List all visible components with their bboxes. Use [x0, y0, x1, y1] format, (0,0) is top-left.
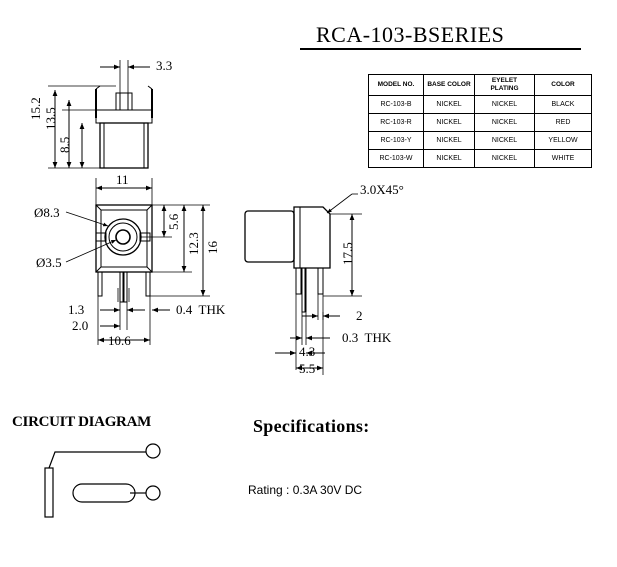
dim-label: 8.5: [57, 136, 72, 153]
page-title: RCA-103-BSERIES: [300, 22, 581, 50]
cell-color: WHITE: [534, 149, 592, 168]
dim-label: 2: [356, 308, 363, 323]
specifications-title: Specifications:: [253, 416, 370, 436]
dim-label: 3.0X45°: [360, 182, 404, 197]
front-view: [65, 178, 210, 345]
dim-label: 4.3: [299, 344, 316, 359]
dim-label: 12.3: [186, 232, 201, 255]
dim-label: 3.3: [156, 58, 173, 73]
top-view: [48, 60, 153, 169]
dim-label: 16: [205, 241, 220, 254]
dim-label: 0.4 THK: [176, 302, 226, 317]
circuit-symbol: [44, 443, 161, 518]
dim-label: 2.0: [72, 318, 89, 333]
dim-label: Ø8.3: [34, 205, 60, 220]
dim-label: Ø3.5: [36, 255, 62, 270]
dim-label: 5.6: [166, 213, 181, 230]
dim-label: 10.6: [108, 333, 131, 348]
dim-label: 5.5: [299, 361, 316, 376]
dim-label: 17.5: [340, 242, 355, 265]
table-row: RC-103-Y NICKEL NICKEL YELLOW: [368, 131, 592, 150]
table-header-row: MODEL NO. BASE COLOR EYELET PLATING COLO…: [368, 74, 592, 96]
dim-label: 11: [116, 172, 129, 187]
table-row: RC-103-W NICKEL NICKEL WHITE: [368, 149, 592, 168]
model-table: MODEL NO. BASE COLOR EYELET PLATING COLO…: [368, 74, 592, 168]
rating-text: Rating : 0.3A 30V DC: [248, 483, 363, 497]
cell-color: BLACK: [534, 95, 592, 114]
dim-label: 0.3 THK: [342, 330, 392, 345]
dim-label: 1.3: [68, 302, 85, 317]
header-eyelet-plating: EYELET PLATING: [474, 74, 535, 96]
circuit-diagram-title: CIRCUIT DIAGRAM: [12, 414, 151, 430]
dim-label: 15.2: [28, 97, 43, 120]
side-view: [244, 193, 362, 375]
dim-label: 13.5: [43, 107, 58, 130]
